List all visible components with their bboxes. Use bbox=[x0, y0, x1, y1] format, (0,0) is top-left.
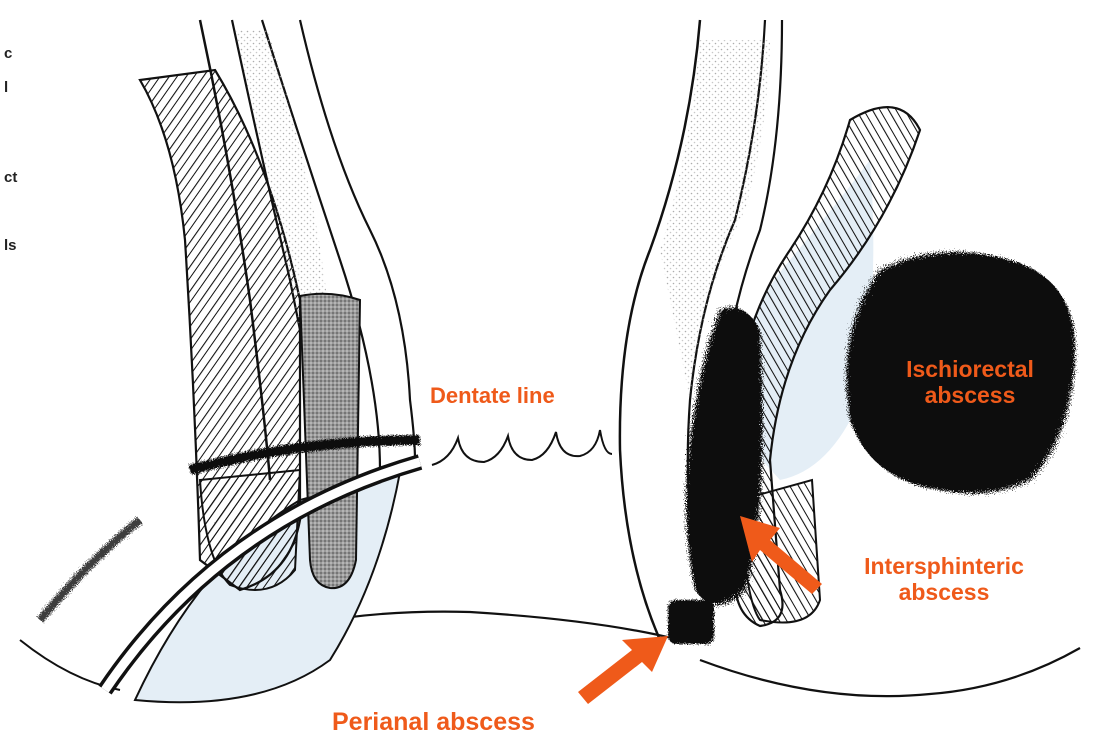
cutoff-text-fragment: c bbox=[4, 46, 12, 61]
intersphinteric-label-line1: Intersphinteric bbox=[838, 554, 1050, 580]
intersphinteric-abscess-label: Intersphinteric abscess bbox=[838, 554, 1050, 606]
perianal-abscess-label: Perianal abscess bbox=[332, 708, 535, 736]
ischiorectal-label-line2: abscess bbox=[880, 383, 1060, 409]
cutoff-text-fragment: ct bbox=[4, 170, 17, 185]
cutoff-text-fragment: l bbox=[4, 80, 8, 95]
cutoff-text-fragment: ls bbox=[4, 238, 17, 253]
arrow-perianal bbox=[578, 636, 668, 704]
dentate-line-label: Dentate line bbox=[430, 384, 555, 409]
ischiorectal-abscess-label: Ischiorectal abscess bbox=[880, 357, 1060, 409]
intersphinteric-label-line2: abscess bbox=[838, 580, 1050, 606]
ischiorectal-label-line1: Ischiorectal bbox=[880, 357, 1060, 383]
